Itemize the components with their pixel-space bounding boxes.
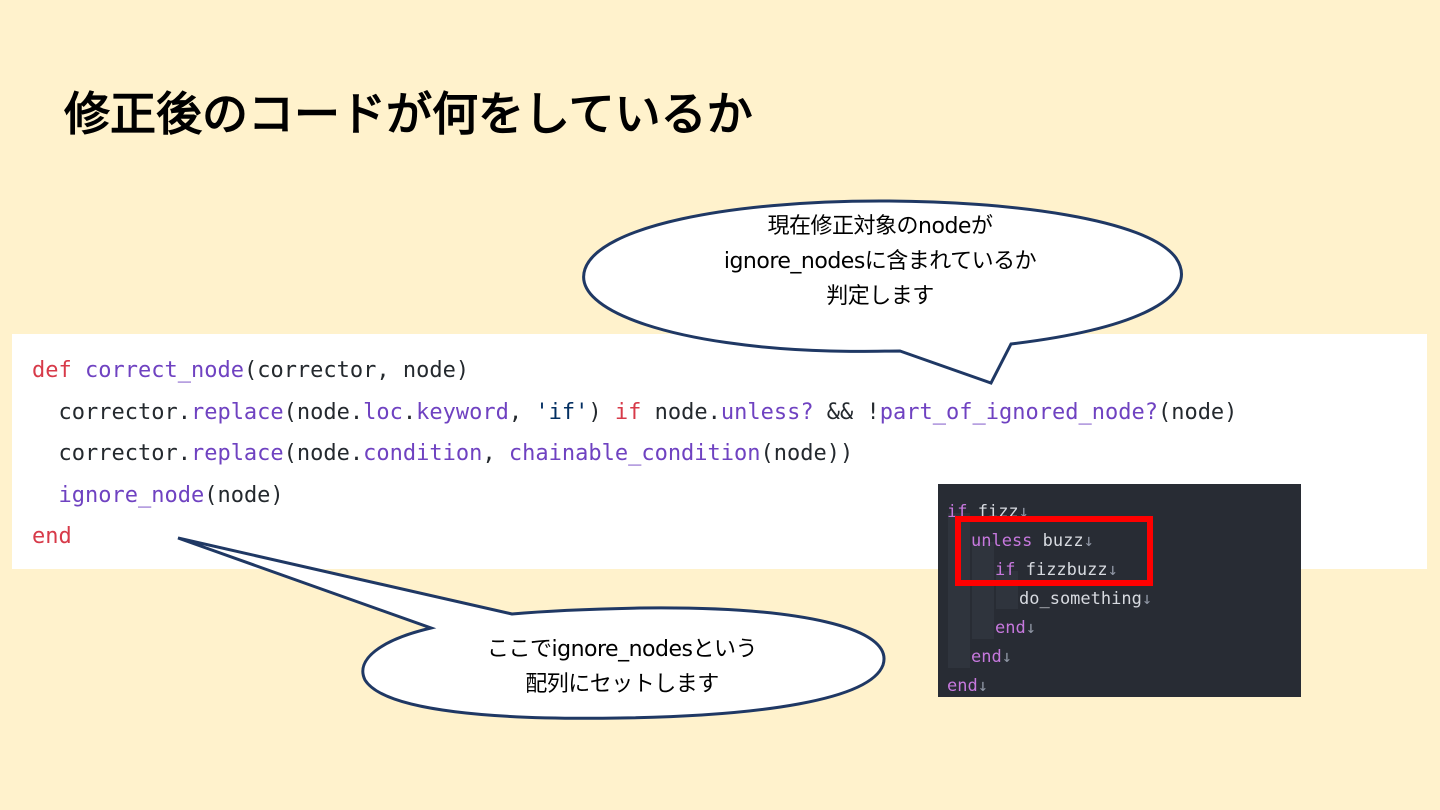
editor-keyword: if xyxy=(995,560,1016,580)
code-line-def: def correct_node(corrector, node) xyxy=(32,350,1237,392)
token: . xyxy=(402,399,417,425)
editor-keyword: end xyxy=(971,647,1002,667)
token: , xyxy=(508,399,536,425)
token: ignore_node xyxy=(58,482,205,508)
token: replace xyxy=(190,441,284,466)
editor-line: if fizzbuzz↓ xyxy=(995,556,1118,585)
token: condition xyxy=(363,441,483,466)
token: replace xyxy=(190,399,284,425)
indent-guide xyxy=(972,542,994,639)
code-line-ignore-node: ignore_node(node) xyxy=(32,475,1237,517)
editor-identifier: do_something xyxy=(1019,589,1142,609)
highlight-box xyxy=(955,516,1153,586)
slide-title: 修正後のコードが何をしているか xyxy=(64,87,753,141)
eol-mark-icon: ↓ xyxy=(1018,502,1029,522)
token: part_of_ignored_node? xyxy=(879,399,1158,425)
code-line-replace-keyword: corrector.replace(node.loc.keyword, 'if'… xyxy=(32,392,1238,434)
token: (node. xyxy=(283,441,364,466)
eol-mark-icon: ↓ xyxy=(1001,647,1012,667)
editor-line: end↓ xyxy=(947,672,988,697)
editor-identifier: buzz xyxy=(1032,531,1084,551)
method-args: (corrector, node) xyxy=(243,358,470,383)
keyword-def: def xyxy=(32,358,72,383)
eol-mark-icon: ↓ xyxy=(1107,560,1118,580)
token: (node) xyxy=(1157,399,1238,425)
token: node. xyxy=(641,399,721,425)
code-block: def correct_node(corrector, node) correc… xyxy=(32,350,1237,558)
bubble-bottom-line: ここでignore_nodesという xyxy=(487,637,757,662)
editor-keyword: end xyxy=(947,676,978,696)
bubble-top-line: 現在修正対象のnodeが xyxy=(767,214,993,239)
keyword-end: end xyxy=(32,524,72,549)
token: (node) xyxy=(204,482,284,508)
editor-identifier: fizzbuzz xyxy=(1015,560,1108,580)
string-literal: 'if' xyxy=(535,399,589,425)
editor-keyword: unless xyxy=(971,531,1033,551)
eol-mark-icon: ↓ xyxy=(1083,531,1094,551)
editor-keyword: end xyxy=(995,618,1026,638)
editor-line: unless buzz↓ xyxy=(971,527,1094,556)
editor-line: end↓ xyxy=(995,614,1036,643)
token: , xyxy=(482,441,509,466)
eol-mark-icon: ↓ xyxy=(977,676,988,696)
token: keyword xyxy=(416,399,509,425)
token: && ! xyxy=(813,399,880,425)
token: unless? xyxy=(720,399,814,425)
editor-line: do_something↓ xyxy=(1019,585,1152,614)
token: chainable_condition xyxy=(508,441,761,466)
method-name: correct_node xyxy=(85,358,244,383)
eol-mark-icon: ↓ xyxy=(1025,618,1036,638)
eol-mark-icon: ↓ xyxy=(1141,589,1153,609)
token: (node. xyxy=(283,399,364,425)
keyword-if: if xyxy=(614,399,642,425)
bubble-top-text: 現在修正対象のnodeが ignore_nodesに含まれているか 判定します xyxy=(640,209,1120,314)
token: corrector. xyxy=(58,441,191,466)
bubble-top-line: ignore_nodesに含まれているか xyxy=(723,249,1037,274)
token: corrector. xyxy=(58,399,191,425)
code-line-replace-condition: corrector.replace(node.condition, chaina… xyxy=(32,433,1237,475)
bubble-top-line: 判定します xyxy=(826,284,934,309)
token: loc xyxy=(363,399,403,425)
indent-guide xyxy=(948,513,970,668)
token: ) xyxy=(588,399,615,425)
bubble-bottom-line: 配列にセットします xyxy=(525,672,719,697)
token: (node)) xyxy=(760,441,854,466)
editor-line: end↓ xyxy=(971,643,1012,672)
code-line-end: end xyxy=(32,516,1237,558)
bubble-bottom-text: ここでignore_nodesという 配列にセットします xyxy=(412,632,832,702)
